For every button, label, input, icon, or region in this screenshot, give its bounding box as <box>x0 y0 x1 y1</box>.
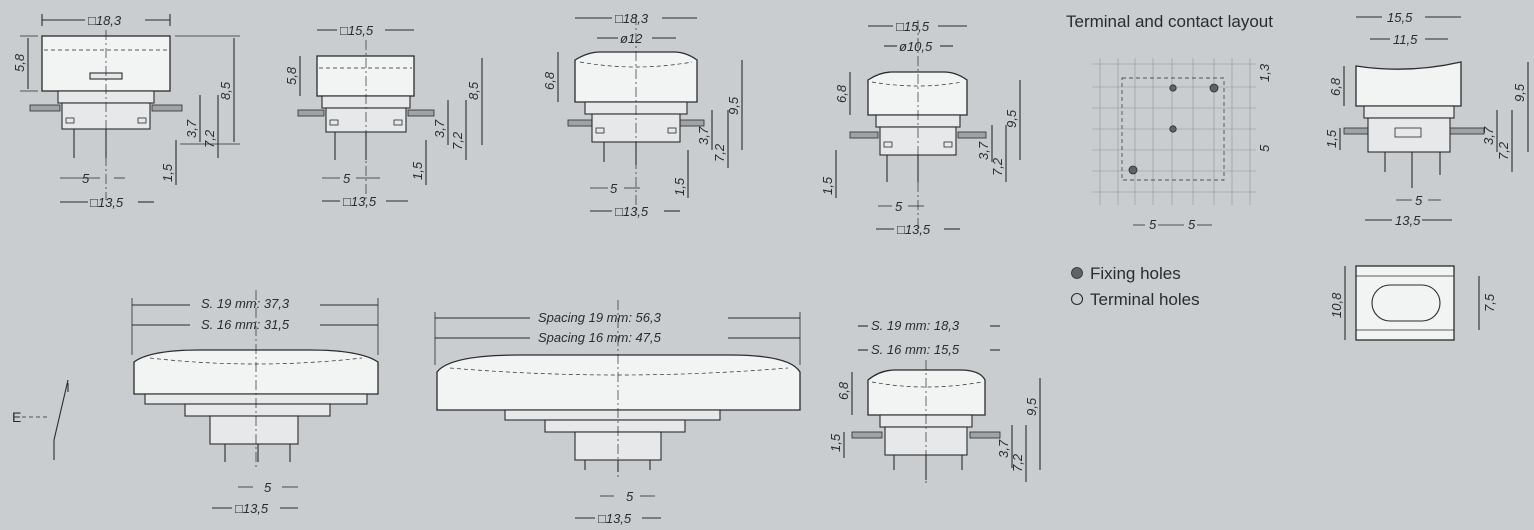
dim-7-2: 7,2 <box>1010 453 1025 472</box>
dim-1-3: 1,3 <box>1257 63 1272 82</box>
terminal-hole <box>1169 125 1177 133</box>
dim-3-7: 3,7 <box>696 126 711 145</box>
dim-spacing-19: S. 19 mm: 18,3 <box>871 318 960 333</box>
dim-width: □15,5 <box>896 19 930 34</box>
dim-spacing-16: S. 16 mm: 15,5 <box>871 342 960 357</box>
dim-7-2: 7,2 <box>1496 141 1511 160</box>
dim-total-height: 9,5 <box>1024 397 1039 416</box>
dim-3-7: 3,7 <box>976 141 991 160</box>
keycap-top <box>1355 265 1455 341</box>
dim-7-2: 7,2 <box>202 129 217 148</box>
dim-3-7: 3,7 <box>1481 126 1496 145</box>
keycap <box>867 369 986 416</box>
dim-cap-height: 6,8 <box>542 71 557 90</box>
switch-drawing-4: □15,5 ø10,5 6,8 9,5 3,7 7,2 1,5 5 □13,5 <box>820 19 1021 237</box>
terminal-layout: Terminal and contact layout 1,3 5 <box>1066 12 1273 309</box>
dim-5-a: 5 <box>1149 217 1157 232</box>
dim-total-height: 9,5 <box>726 96 741 115</box>
dim-pitch: 5 <box>626 489 634 504</box>
dim-outer-width: 15,5 <box>1387 10 1413 25</box>
dim-3-7: 3,7 <box>432 119 447 138</box>
dim-5-vertical: 5 <box>1257 144 1272 152</box>
symbol-label: E <box>12 409 21 425</box>
dim-inner-width: 11,5 <box>1393 32 1418 47</box>
dim-spacing-19: Spacing 19 mm: 56,3 <box>538 310 662 325</box>
dim-diameter: ø12 <box>620 31 643 46</box>
dim-pitch: 5 <box>82 171 90 186</box>
dim-total-height: 9,5 <box>1004 109 1019 128</box>
dim-pin: 1,5 <box>1324 129 1339 148</box>
keycap <box>436 354 801 411</box>
dim-width: □15,5 <box>340 23 374 38</box>
dim-pitch: 5 <box>1415 193 1423 208</box>
dim-base: □13,5 <box>897 222 931 237</box>
dim-base: □13,5 <box>90 195 124 210</box>
fixing-hole <box>1209 83 1219 93</box>
dim-cap-height: 5,8 <box>12 53 27 72</box>
legend-fixing: Fixing holes <box>1090 264 1181 283</box>
switch-drawing-9: S. 19 mm: 18,3 S. 16 mm: 15,5 6,8 1,5 9,… <box>828 318 1041 485</box>
dim-pitch: 5 <box>264 480 272 495</box>
dim-cap-height: 5,8 <box>284 66 299 85</box>
dim-pin: 1,5 <box>160 163 175 182</box>
dim-7-2: 7,2 <box>990 157 1005 176</box>
wide-switch-drawing-1: S. 19 mm: 37,3 S. 16 mm: 31,5 5 □13,5 <box>131 290 379 516</box>
keycap <box>1355 61 1462 107</box>
dim-cap-height: 6,8 <box>834 84 849 103</box>
keycap <box>867 71 968 116</box>
dim-pin: 1,5 <box>820 176 835 195</box>
terminal-hole <box>1169 84 1177 92</box>
fixing-hole-legend-icon <box>1071 267 1083 279</box>
dim-spacing-16: Spacing 16 mm: 47,5 <box>538 330 662 345</box>
wide-switch-drawing-2: Spacing 19 mm: 56,3 Spacing 16 mm: 47,5 … <box>434 300 801 526</box>
dim-cap-height: 6,8 <box>1328 77 1343 96</box>
dim-base: □13,5 <box>235 501 269 516</box>
dim-5-b: 5 <box>1188 217 1196 232</box>
dim-pitch: 5 <box>610 181 618 196</box>
dim-base: 13,5 <box>1395 213 1421 228</box>
switch-drawing-5: 15,5 11,5 6,8 1,5 9,5 3,7 7,2 5 13,5 <box>1324 10 1529 228</box>
dim-pin: 1,5 <box>828 433 843 452</box>
dim-spacing-16: S. 16 mm: 31,5 <box>201 317 290 332</box>
layout-grid <box>1092 58 1256 205</box>
dim-pitch: 5 <box>343 171 351 186</box>
dim-diameter: ø10,5 <box>899 39 933 54</box>
fixing-hole <box>1128 165 1138 175</box>
dim-cap-height: 6,8 <box>836 381 851 400</box>
dim-3-7: 3,7 <box>996 439 1011 458</box>
dim-spacing-19: S. 19 mm: 37,3 <box>201 296 290 311</box>
keycap <box>316 55 415 97</box>
dim-base: □13,5 <box>615 204 649 219</box>
terminal-hole-legend-icon <box>1070 292 1084 306</box>
top-view-drawing: 10,8 7,5 <box>1329 265 1497 341</box>
dim-pitch: 5 <box>895 199 903 214</box>
dim-7-2: 7,2 <box>450 131 465 150</box>
dim-10-8: 10,8 <box>1329 292 1344 318</box>
switch-drawing-2: □15,5 5,8 8,5 3,7 7,2 1,5 5 □13,5 <box>284 23 483 209</box>
dim-width: □18,3 <box>615 11 649 26</box>
dim-total-height: 9,5 <box>1512 83 1527 102</box>
switch-symbol: E <box>12 379 69 460</box>
dim-total-height: 8,5 <box>218 81 233 100</box>
dim-width: □18,3 <box>88 13 122 28</box>
dim-pin: 1,5 <box>410 161 425 180</box>
dim-base: □13,5 <box>343 194 377 209</box>
dim-3-7: 3,7 <box>184 119 199 138</box>
legend-terminal: Terminal holes <box>1090 290 1200 309</box>
dim-base: □13,5 <box>598 511 632 525</box>
keycap <box>41 35 171 92</box>
switch-drawing-1: □18,3 5,8 8,5 3,7 7,2 1,5 5 □13,5 <box>12 13 240 210</box>
terminal-title: Terminal and contact layout <box>1066 12 1273 31</box>
switch-drawing-3: □18,3 ø12 6,8 9,5 3,7 7,2 1,5 5 □13,5 <box>542 11 743 219</box>
dim-pin: 1,5 <box>672 177 687 196</box>
dim-7-2: 7,2 <box>712 143 727 162</box>
dim-7-5: 7,5 <box>1482 293 1497 312</box>
dim-total-height: 8,5 <box>466 81 481 100</box>
